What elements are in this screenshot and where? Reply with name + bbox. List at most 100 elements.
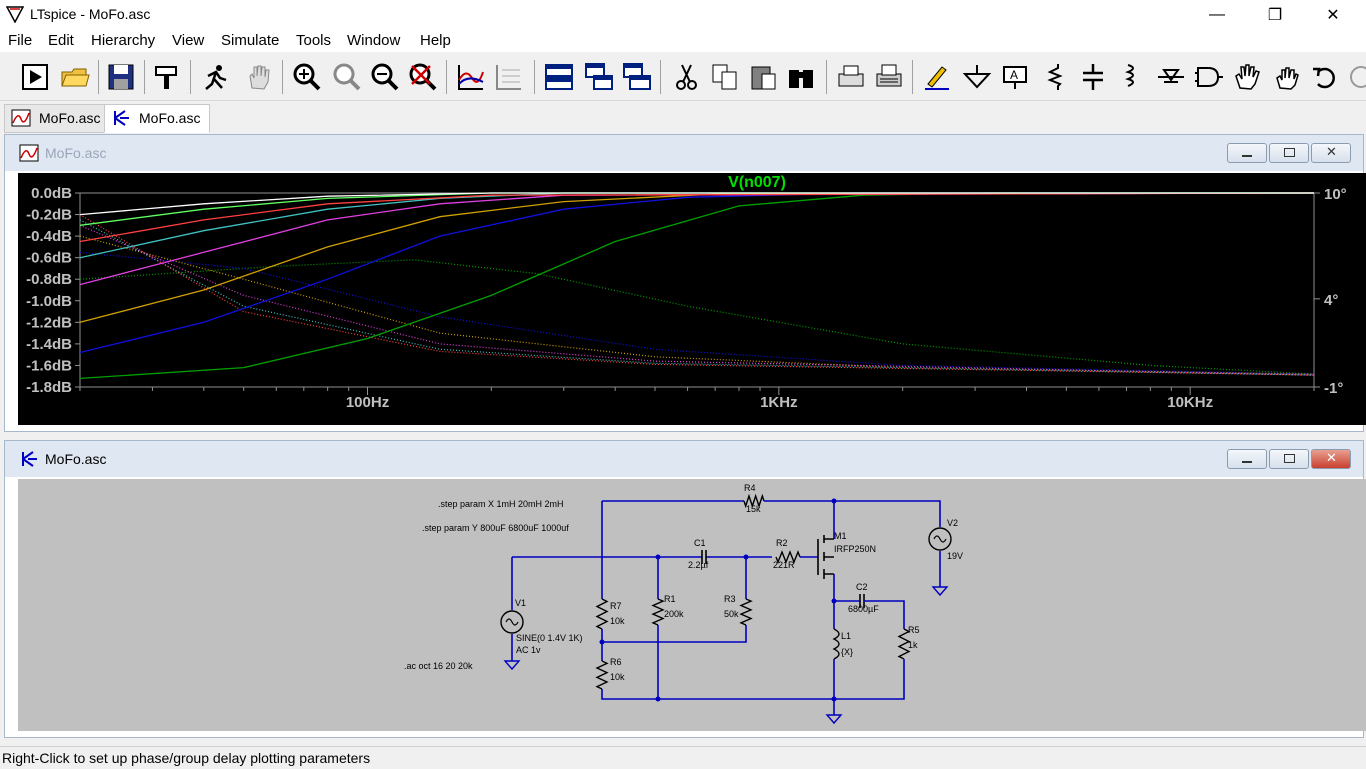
magnitude-trace xyxy=(79,192,1315,243)
schematic-transistor-icon xyxy=(114,110,129,126)
schematic-label: V2 xyxy=(947,518,958,528)
voltage-source-symbol xyxy=(928,527,952,551)
drag-hand-icon[interactable] xyxy=(1272,62,1302,92)
plot-close-button[interactable]: ✕ xyxy=(1311,143,1351,163)
minimize-button[interactable]: — xyxy=(1209,6,1225,23)
menu-help[interactable]: Help xyxy=(420,32,451,49)
schematic-label: AC 1v xyxy=(516,645,541,655)
diode-icon[interactable] xyxy=(1156,62,1186,92)
menu-edit[interactable]: Edit xyxy=(48,32,74,49)
find-binoculars-icon[interactable] xyxy=(786,62,816,92)
schematic-maximize-button[interactable] xyxy=(1269,449,1309,469)
resistor-symbol xyxy=(775,550,801,564)
menu-window[interactable]: Window xyxy=(347,32,401,49)
phase-trace xyxy=(79,219,1315,376)
y-tick-label: -1.2dB xyxy=(26,314,72,331)
open-folder-icon[interactable] xyxy=(60,62,90,92)
schematic-label: V1 xyxy=(515,598,526,608)
close-button[interactable]: ✕ xyxy=(1326,7,1340,24)
magnitude-trace xyxy=(79,192,1314,354)
pan-hand-icon[interactable] xyxy=(244,62,274,92)
resistor-symbol xyxy=(743,493,765,509)
y2-tick-label: 10° xyxy=(1324,186,1347,203)
svg-text:A: A xyxy=(1010,68,1018,82)
y-tick-label: -1.0dB xyxy=(26,293,72,310)
undo-icon[interactable] xyxy=(1310,62,1340,92)
y-tick-label: -0.2dB xyxy=(26,207,72,224)
label-net-icon[interactable]: A xyxy=(1000,62,1030,92)
document-tabs: MoFo.asc MoFo.asc xyxy=(0,102,1366,133)
y2-tick-label: 4° xyxy=(1324,292,1338,309)
schematic-label: 221R xyxy=(773,560,795,570)
plot-minimize-button[interactable] xyxy=(1227,143,1267,163)
x-tick-label: 100Hz xyxy=(346,394,389,411)
print-icon[interactable] xyxy=(874,62,904,92)
schematic-minimize-button[interactable] xyxy=(1227,449,1267,469)
resistor-symbol xyxy=(739,598,753,626)
ground-icon[interactable] xyxy=(962,62,992,92)
schematic-label: 15k xyxy=(746,504,761,514)
junction xyxy=(655,554,661,560)
menu-view[interactable]: View xyxy=(172,32,205,49)
tab-waveform[interactable]: MoFo.asc xyxy=(4,104,106,133)
menu-hierarchy[interactable]: Hierarchy xyxy=(91,32,156,49)
redo-icon[interactable] xyxy=(1346,62,1366,92)
zoom-cancel-icon[interactable] xyxy=(408,62,438,92)
resistor-icon[interactable] xyxy=(1040,62,1070,92)
cut-icon[interactable] xyxy=(672,62,702,92)
component-icon[interactable] xyxy=(1194,62,1224,92)
draw-wire-pencil-icon[interactable] xyxy=(922,62,952,92)
schematic-close-button[interactable]: ✕ xyxy=(1311,449,1351,469)
schematic-drawing[interactable]: .step param X 1mH 20mH 2mH.step param Y … xyxy=(18,479,1366,731)
capacitor-symbol xyxy=(701,550,707,564)
menu-tools[interactable]: Tools xyxy=(296,32,332,49)
junction xyxy=(743,554,749,560)
tile-horizontal-icon[interactable] xyxy=(544,62,574,92)
schematic-label: R6 xyxy=(610,657,622,667)
phase-trace xyxy=(79,259,1315,375)
copy-icon[interactable] xyxy=(710,62,740,92)
resistor-symbol xyxy=(595,598,609,630)
run-figure-icon[interactable] xyxy=(200,62,230,92)
tab-schematic[interactable]: MoFo.asc xyxy=(104,104,210,133)
grid-plot-icon[interactable] xyxy=(494,62,524,92)
schematic-label: L1 xyxy=(841,631,851,641)
cascade-windows-icon[interactable] xyxy=(584,62,614,92)
schematic-label: 200k xyxy=(664,609,684,619)
inductor-icon[interactable] xyxy=(1116,62,1146,92)
control-panel-hammer-icon[interactable] xyxy=(152,62,182,92)
paste-icon[interactable] xyxy=(748,62,778,92)
toolbar: A xyxy=(0,54,1366,101)
tile-vertical-icon[interactable] xyxy=(622,62,652,92)
plot-pane[interactable]: 0.0dB-0.2dB-0.4dB-0.6dB-0.8dB-1.0dB-1.2d… xyxy=(18,173,1366,425)
schematic-label: 10k xyxy=(610,672,625,682)
plot-maximize-button[interactable] xyxy=(1269,143,1309,163)
move-hand-icon[interactable] xyxy=(1232,62,1262,92)
y-tick-label: 0.0dB xyxy=(31,185,72,202)
bode-plot[interactable]: 0.0dB-0.2dB-0.4dB-0.6dB-0.8dB-1.0dB-1.2d… xyxy=(18,173,1366,425)
zoom-in-icon[interactable] xyxy=(292,62,322,92)
ground-symbol xyxy=(931,586,949,597)
capacitor-icon[interactable] xyxy=(1078,62,1108,92)
magnitude-trace xyxy=(79,192,1314,216)
schematic-label: 10k xyxy=(610,616,625,626)
run-icon[interactable] xyxy=(20,62,50,92)
menu-file[interactable]: File xyxy=(8,32,33,49)
schematic-canvas[interactable]: .step param X 1mH 20mH 2mH.step param Y … xyxy=(18,479,1366,731)
menu-simulate[interactable]: Simulate xyxy=(221,32,280,49)
status-text: Right-Click to set up phase/group delay … xyxy=(2,750,371,766)
ltspice-app-icon xyxy=(6,6,24,23)
save-icon[interactable] xyxy=(106,62,136,92)
voltage-source-symbol xyxy=(500,610,524,634)
schematic-label: R2 xyxy=(776,538,788,548)
schematic-label: R5 xyxy=(908,625,920,635)
zoom-out-icon[interactable] xyxy=(370,62,400,92)
resistor-symbol xyxy=(595,660,609,690)
print-preview-icon[interactable] xyxy=(836,62,866,92)
restore-button[interactable]: ❐ xyxy=(1267,7,1283,24)
junction xyxy=(831,498,837,504)
autorange-icon[interactable] xyxy=(456,62,486,92)
zoom-fit-icon[interactable] xyxy=(332,62,362,92)
tab-label: MoFo.asc xyxy=(39,110,101,126)
magnitude-trace xyxy=(79,192,1314,259)
